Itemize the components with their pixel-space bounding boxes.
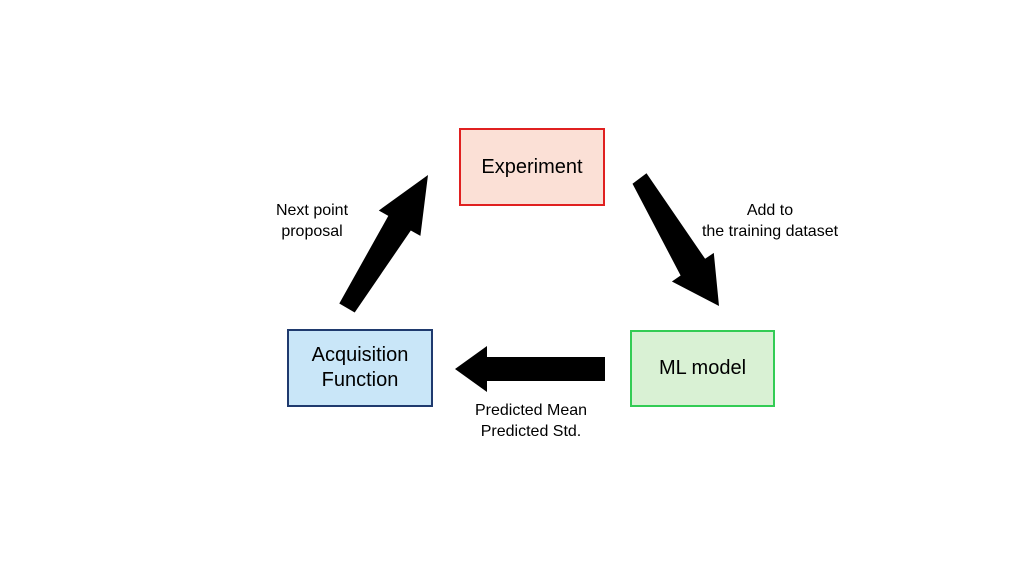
ml-model-label: ML model bbox=[658, 357, 747, 379]
ml-model-node: ML model bbox=[630, 330, 775, 407]
arrow-acquisition-to-experiment bbox=[339, 175, 428, 313]
experiment-label: Experiment bbox=[481, 155, 583, 178]
arrow-experiment-to-ml-model bbox=[632, 173, 719, 306]
predicted-mean-std-label: Predicted Mean Predicted Std. bbox=[474, 402, 588, 440]
experiment-node: Experiment bbox=[459, 128, 605, 206]
next-point-proposal-label: Next point proposal bbox=[275, 202, 349, 240]
acquisition-function-node: Acquisition Function bbox=[287, 329, 433, 407]
arrow-ml-model-to-acquisition bbox=[455, 346, 605, 392]
acquisition-function-label: Acquisition Function bbox=[311, 344, 409, 391]
add-to-training-dataset-label: Add to the training dataset bbox=[701, 202, 839, 240]
